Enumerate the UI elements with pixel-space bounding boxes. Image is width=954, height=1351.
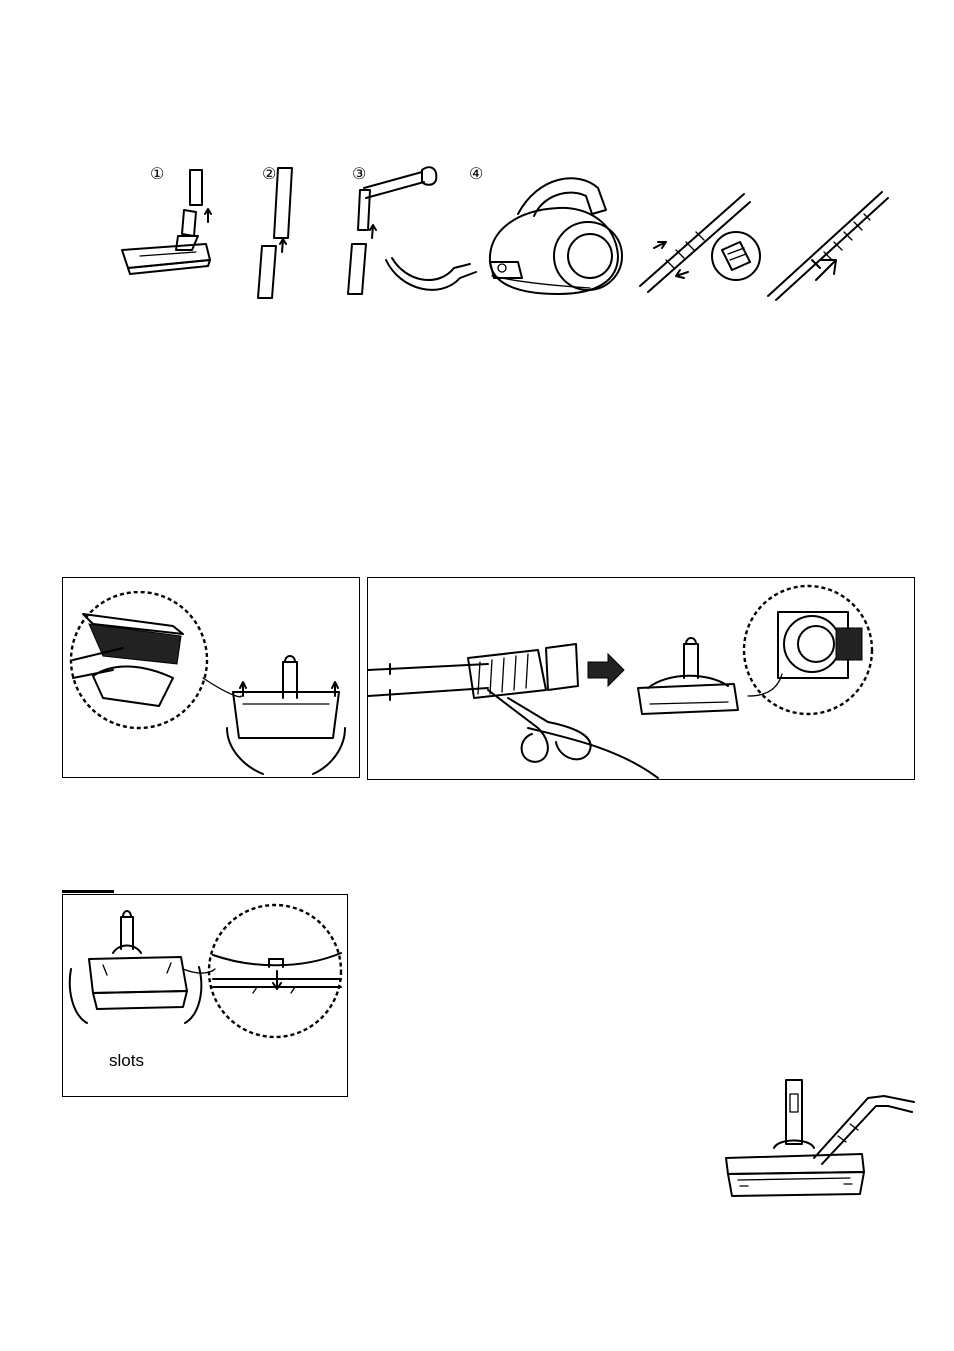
brush-cover-removal-panel: [62, 577, 360, 778]
vacuum-body-illustration: [478, 170, 628, 305]
brush-with-tube-illustration: [718, 1074, 918, 1204]
brush-roll-cutting-illustration: [368, 578, 914, 779]
handle-hose-illustration: [330, 160, 490, 305]
brush-cover-removal-illustration: [63, 578, 359, 777]
tube-connect-illustration: [244, 160, 304, 305]
brush-roll-cleaning-panel: [367, 577, 915, 780]
slots-reassembly-illustration: [63, 895, 347, 1096]
slots-label: slots: [109, 1051, 144, 1071]
telescopic-tube-extend-illustration: [762, 186, 892, 306]
telescopic-tube-adjust-illustration: [636, 190, 766, 300]
slots-panel: slots: [62, 894, 348, 1097]
slots-panel-tab: [62, 890, 114, 893]
floor-brush-attach-illustration: [110, 160, 230, 300]
